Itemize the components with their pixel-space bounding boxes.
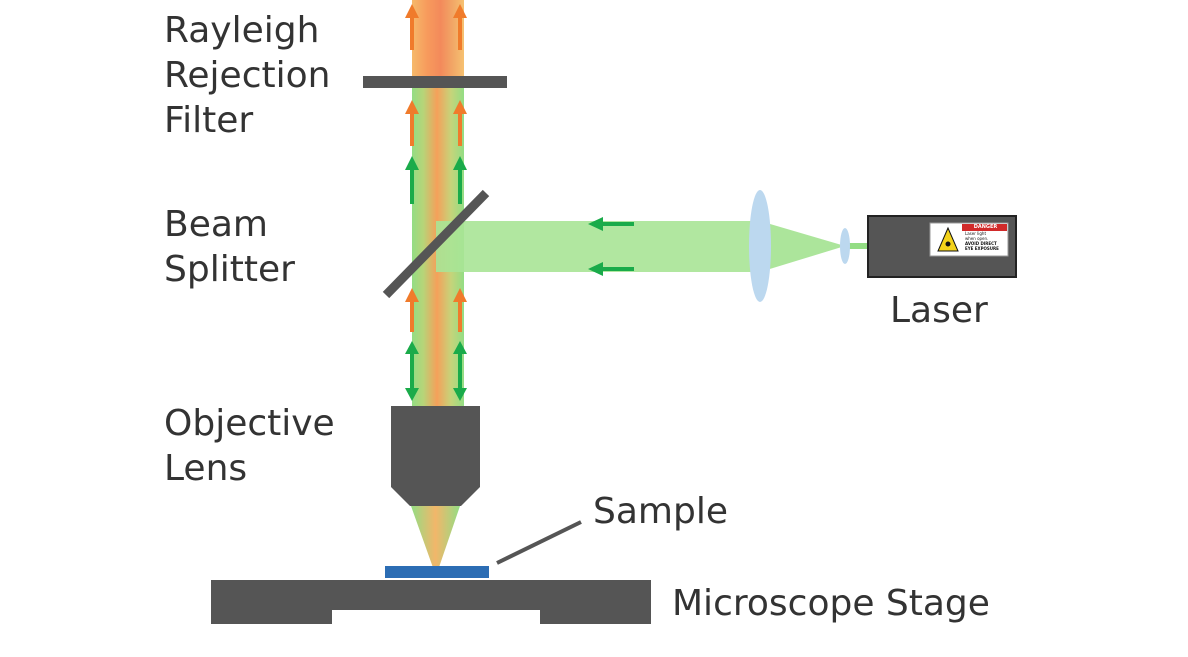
- sample-leader-line: [496, 520, 582, 565]
- rayleigh-filter-label: Rayleigh Rejection Filter: [164, 8, 330, 143]
- collimating-lens: [749, 190, 771, 302]
- microscope-stage-label: Microscope Stage: [672, 583, 990, 624]
- laser-direction-arrows: [588, 217, 634, 276]
- warning-line-1: Laser light: [965, 231, 987, 236]
- beam-splitter-label-line-1: Beam: [164, 204, 268, 245]
- excitation-arrows-upper: [405, 156, 467, 204]
- objective-lens-label-line-2: Lens: [164, 448, 248, 489]
- beam-splitter-mirror: [382, 189, 490, 299]
- laser-output-beam: [845, 243, 869, 249]
- rayleigh-rejection-filter: [363, 76, 507, 88]
- danger-header: DANGER: [973, 224, 998, 230]
- rayleigh-filter-label-line-2: Rejection: [164, 55, 331, 96]
- small-lens: [840, 228, 850, 264]
- laser-expanding-beam: [760, 221, 845, 272]
- objective-lens-label: Objective Lens: [164, 401, 335, 491]
- warning-sticker-text: DANGER Laser light when open. AVOID DIRE…: [963, 224, 1008, 256]
- warning-line-4: EYE EXPOSURE: [965, 246, 999, 251]
- bidirectional-arrows: [405, 341, 467, 401]
- laser-label: Laser: [890, 290, 988, 331]
- rayleigh-filter-label-line-3: Filter: [164, 100, 254, 141]
- sample-label: Sample: [593, 491, 728, 532]
- sample: [385, 566, 489, 578]
- scattered-light-arrows-top: [405, 4, 467, 50]
- scattered-light-arrows-mid: [405, 100, 467, 146]
- horizontal-laser-beam: [436, 221, 760, 272]
- microscope-stage: [211, 580, 651, 624]
- laser-warning-sticker: [929, 222, 1009, 257]
- beam-splitter-label: Beam Splitter: [164, 202, 295, 292]
- warning-line-2: when open.: [965, 236, 989, 241]
- objective-lens-label-line-1: Objective: [164, 403, 335, 444]
- scattered-light-arrows-lower: [405, 288, 467, 332]
- laser-hazard-icon: [937, 226, 959, 252]
- warning-line-3: AVOID DIRECT: [965, 241, 997, 246]
- focus-cone: [411, 506, 460, 576]
- rayleigh-filter-label-line-1: Rayleigh: [164, 10, 320, 51]
- beam-splitter-label-line-2: Splitter: [164, 249, 295, 290]
- objective-lens: [391, 406, 480, 506]
